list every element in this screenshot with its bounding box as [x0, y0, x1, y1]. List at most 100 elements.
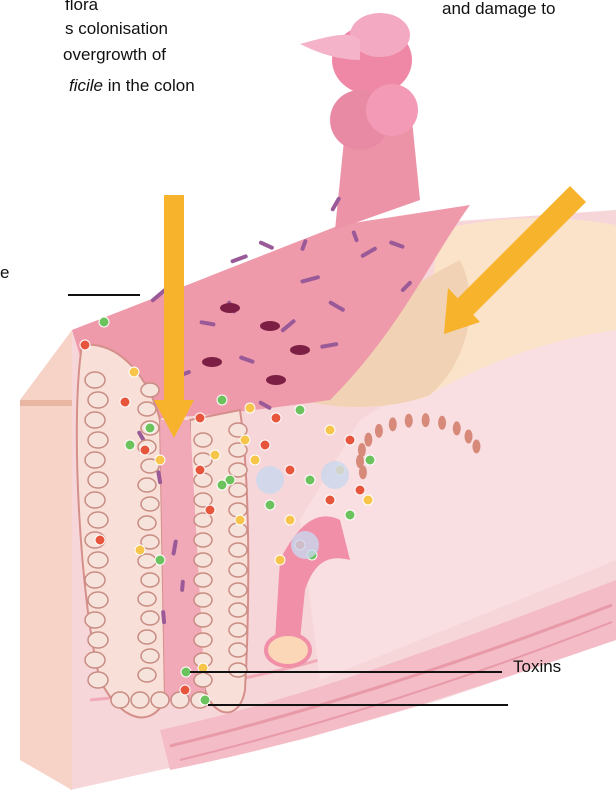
toxin-dot [325, 495, 335, 505]
toxin-dot [99, 317, 109, 327]
toxin-dot [140, 445, 150, 455]
epithelial-cell [194, 473, 212, 487]
bacterium [258, 240, 274, 250]
epithelial-cell [229, 623, 247, 637]
wall-fringe [20, 400, 72, 406]
toxin-dot [240, 435, 250, 445]
toxin-dot [265, 500, 275, 510]
toxin-dot [355, 485, 365, 495]
epithelial-cell [88, 672, 108, 688]
epithelial-cell [85, 412, 105, 428]
epithelial-cell [229, 643, 247, 657]
toxin-dot [345, 510, 355, 520]
epithelial-cell [138, 554, 156, 568]
label-toxins: Toxins [513, 656, 561, 678]
toxin-dot [129, 367, 139, 377]
epithelial-cell [88, 472, 108, 488]
epithelial-cell [194, 533, 212, 547]
toxin-dot [345, 435, 355, 445]
toxin-dot [285, 515, 295, 525]
toxin-dot [205, 505, 215, 515]
toxin-dot [365, 455, 375, 465]
toxin-dot [363, 495, 373, 505]
toxin-dot [125, 440, 135, 450]
toxin-dot [260, 440, 270, 450]
gland-cell [465, 429, 473, 443]
epithelial-cell [194, 433, 212, 447]
vessel-lumen [266, 634, 310, 666]
epithelial-cell [141, 497, 159, 511]
edge-letter: e [0, 262, 9, 284]
gland-cell [472, 439, 480, 453]
epithelial-cell [194, 573, 212, 587]
epithelial-cell [85, 652, 105, 668]
toxin-dot [95, 535, 105, 545]
toxin-dot [245, 403, 255, 413]
toxin-dot [80, 340, 90, 350]
epithelial-cell [88, 392, 108, 408]
surface-cell [202, 357, 222, 367]
epithelial-cell [85, 452, 105, 468]
toxin-dot [210, 450, 220, 460]
toxin-dot [217, 395, 227, 405]
toxin-dot [135, 545, 145, 555]
toxin-dot [195, 413, 205, 423]
surface-cell [260, 321, 280, 331]
epithelial-cell [138, 630, 156, 644]
toxin-dot [155, 455, 165, 465]
epithelial-cell [194, 613, 212, 627]
epithelial-cell [85, 612, 105, 628]
epithelial-cell [138, 592, 156, 606]
immune-cell [256, 466, 284, 494]
epithelial-cell [151, 692, 169, 708]
epithelial-cell [88, 512, 108, 528]
caption-left-line2: s colonisation [65, 18, 168, 40]
epithelial-cell [138, 516, 156, 530]
surface-cell [290, 345, 310, 355]
epithelial-cell [85, 572, 105, 588]
gland-cell [389, 417, 397, 431]
epithelial-cell [141, 649, 159, 663]
caption-italic: ficile [69, 76, 103, 95]
left-wall [20, 330, 72, 790]
toxin-dot [155, 555, 165, 565]
toxin-dot [250, 455, 260, 465]
colon-segment [300, 13, 418, 150]
epithelial-cell [88, 552, 108, 568]
caption-left-line4: ficile in the colon [69, 75, 195, 97]
epithelial-cell [194, 673, 212, 687]
toxin-dot [120, 397, 130, 407]
epithelial-cell [138, 668, 156, 682]
epithelial-cell [141, 383, 159, 397]
epithelial-cell [88, 592, 108, 608]
surface-cell [266, 375, 286, 385]
toxin-dot [271, 413, 281, 423]
toxin-dot [235, 515, 245, 525]
caption-right-line1: and damage to [442, 0, 555, 20]
epithelial-cell [194, 593, 212, 607]
toxin-dot [217, 480, 227, 490]
toxin-dot [275, 555, 285, 565]
toxin-dot [200, 695, 210, 705]
gland-cell [364, 433, 372, 447]
epithelial-cell [229, 583, 247, 597]
epithelial-cell [88, 632, 108, 648]
epithelial-cell [88, 432, 108, 448]
epithelial-cell [229, 543, 247, 557]
epithelial-cell [138, 478, 156, 492]
epithelial-cell [141, 611, 159, 625]
toxin-dot [285, 465, 295, 475]
toxin-dot [295, 405, 305, 415]
toxin-dot [305, 475, 315, 485]
epithelial-cell [85, 492, 105, 508]
gland-cell [453, 421, 461, 435]
toxin-dot [195, 465, 205, 475]
epithelial-cell [194, 553, 212, 567]
gland-cell [375, 424, 383, 438]
gland-cell [422, 413, 430, 427]
surface-cell [220, 303, 240, 313]
toxin-dot [180, 685, 190, 695]
caption-rest: in the colon [103, 76, 195, 95]
immune-cell [291, 531, 319, 559]
